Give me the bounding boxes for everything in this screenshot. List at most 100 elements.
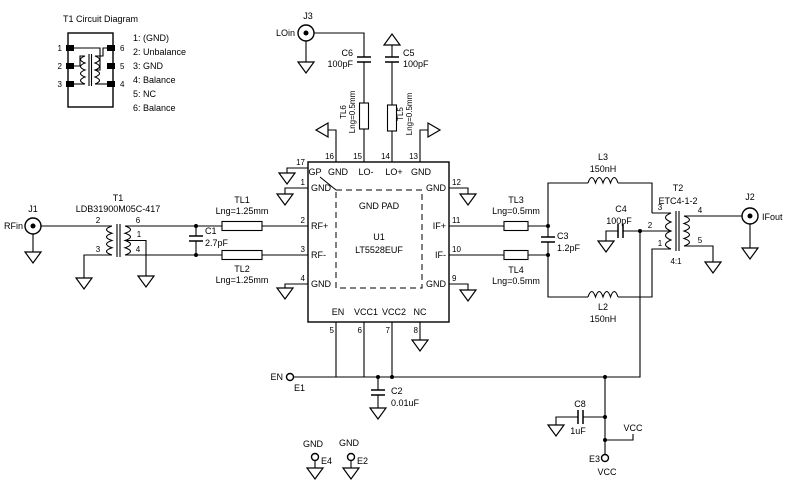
c3-ref: C3 <box>557 231 569 241</box>
t1-pin1: 1 <box>137 230 142 239</box>
c5-value: 100pF <box>403 59 429 69</box>
tl1-element <box>221 220 263 232</box>
tl4-element <box>503 249 529 261</box>
c4-ref: C4 <box>615 204 627 214</box>
ic-pin5-num: 5 <box>330 326 335 335</box>
ic-pin11-num: 11 <box>452 216 461 225</box>
c6-ref: C6 <box>341 48 353 58</box>
legend-title: T1 Circuit Diagram <box>63 14 138 24</box>
gnd-symbol <box>23 251 43 265</box>
gnd-symbol <box>368 407 388 421</box>
ic-pin16-num: 16 <box>325 152 334 161</box>
e3-testpoint <box>600 453 610 463</box>
ic-pin7-num: 7 <box>386 326 391 335</box>
ic-pin10-num: 10 <box>452 245 461 254</box>
ic-pin4-name: GND <box>311 279 332 289</box>
legend-item-5: 5: NC <box>133 89 157 99</box>
tl6-value: Lng=0.5mm <box>348 90 357 133</box>
t2-pin5: 5 <box>698 236 703 245</box>
ic-pin1-num: 1 <box>301 178 306 187</box>
legend-item-2: 2: Unbalance <box>133 47 186 57</box>
c4-value: 100pF <box>606 216 632 226</box>
e3-net-label: VCC <box>597 467 617 477</box>
ic-pin13-num: 13 <box>409 152 418 161</box>
legend-item-3: 3: GND <box>133 61 164 71</box>
gnd-symbol <box>596 240 616 254</box>
ic-pin10-name: IF- <box>435 250 446 260</box>
t2-pin3: 3 <box>658 203 663 212</box>
ic-pin8-name: NC <box>414 307 427 317</box>
ic-pin14-name: LO+ <box>385 167 402 177</box>
tl3-element <box>503 220 529 232</box>
legend-pin-3: 3 <box>58 80 63 89</box>
t1-pin4: 4 <box>136 245 141 254</box>
t2-pin1: 1 <box>658 239 663 248</box>
legend-pin-6: 6 <box>120 44 125 53</box>
t2-pin4: 4 <box>698 206 703 215</box>
gnd-flag-right <box>427 121 442 139</box>
gnd-symbol <box>296 61 316 75</box>
tl4-value: Lng=0.5mm <box>492 276 540 286</box>
gnd-symbol <box>703 261 723 275</box>
legend-pin-4: 4 <box>120 80 125 89</box>
e1-ref: E1 <box>294 383 305 393</box>
legend-item-4: 4: Balance <box>133 75 176 85</box>
c1-ref: C1 <box>205 226 217 236</box>
tl5-ref: TL5 <box>396 107 405 121</box>
l2-value: 150nH <box>590 314 617 324</box>
gnd-symbol <box>74 277 94 291</box>
tl6-ref: TL6 <box>339 105 348 119</box>
gnd-symbol <box>305 467 325 481</box>
e2-ref: E2 <box>357 456 368 466</box>
t1-pin3: 3 <box>96 245 101 254</box>
ic-pin13-name: GND <box>411 167 432 177</box>
ic-pin4-num: 4 <box>301 274 306 283</box>
j1-ref: J1 <box>28 204 38 214</box>
ic-gnd-pad-label: GND PAD <box>359 201 400 211</box>
gnd-symbol <box>275 287 295 301</box>
tl2-ref: TL2 <box>234 264 250 274</box>
ic-pin7-name: VCC2 <box>382 307 406 317</box>
gnd-symbol <box>136 275 156 289</box>
e4-ref: E4 <box>321 456 332 466</box>
e2-testpoint <box>346 452 356 462</box>
c5-ref: C5 <box>403 48 415 58</box>
c2-ref: C2 <box>391 386 403 396</box>
tl4-ref: TL4 <box>508 265 524 275</box>
gnd-symbol <box>341 467 361 481</box>
e2-net-label: GND <box>339 438 360 448</box>
l3-value: 150nH <box>590 164 617 174</box>
ic-pin15-name: LO- <box>358 167 373 177</box>
ic-u1: GND PAD U1 LT5528EUF GP GND LO- LO+ GND … <box>275 152 478 353</box>
l2-ref: L2 <box>598 302 608 312</box>
tl1-value: Lng=1.25mm <box>216 206 269 216</box>
gnd-symbol <box>277 172 297 186</box>
legend-pin-1: 1 <box>58 44 63 53</box>
tl3-ref: TL3 <box>508 195 524 205</box>
ic-pin3-num: 3 <box>301 245 306 254</box>
ic-pin6-name: VCC1 <box>354 307 378 317</box>
ic-pin15-num: 15 <box>353 152 362 161</box>
gnd-symbol-up <box>382 32 402 46</box>
ic-pin14-num: 14 <box>381 152 390 161</box>
ic-pin1-name: GND <box>311 183 332 193</box>
c8-value: 1uF <box>570 426 586 436</box>
tl2-element <box>221 249 263 261</box>
e1-testpoint <box>285 372 295 382</box>
ic-pin17-num: 17 <box>296 158 305 167</box>
ic-pin17-name: GP <box>308 167 321 177</box>
legend-package-outline <box>67 32 114 108</box>
gnd-symbol <box>740 247 760 261</box>
gnd-symbol <box>458 289 478 303</box>
ic-gnd-pad-outline <box>335 189 423 289</box>
gnd-flag-left <box>314 121 329 139</box>
t2-pin2: 2 <box>648 221 653 230</box>
j2-ref: J2 <box>745 192 755 202</box>
rf-input-section: J1 RFin T1 LDB31900M05C-417 2 3 6 1 4 C1… <box>4 193 308 291</box>
ic-pin16-name: GND <box>328 167 349 177</box>
gnd-symbol <box>458 193 478 207</box>
c2-value: 0.01uF <box>391 398 420 408</box>
c3-value: 1.2pF <box>557 243 581 253</box>
